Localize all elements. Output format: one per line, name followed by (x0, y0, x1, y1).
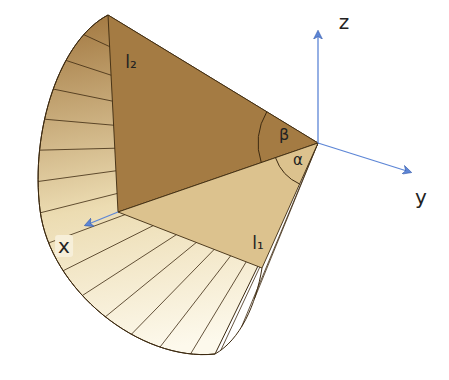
angle-label: β (279, 127, 289, 143)
z-axis (317, 32, 318, 143)
cone-surface (38, 15, 318, 355)
edge-label: l₁ (252, 235, 264, 252)
lower-face (118, 143, 318, 268)
y-axis (318, 143, 410, 172)
angle-label: α (293, 153, 303, 168)
axis-label: z (339, 12, 350, 32)
angle-arc (258, 112, 267, 163)
axis-label: x (55, 235, 73, 257)
edge-label: l₂ (125, 54, 137, 71)
axis-label: y (415, 187, 427, 207)
x-axis (86, 212, 118, 225)
